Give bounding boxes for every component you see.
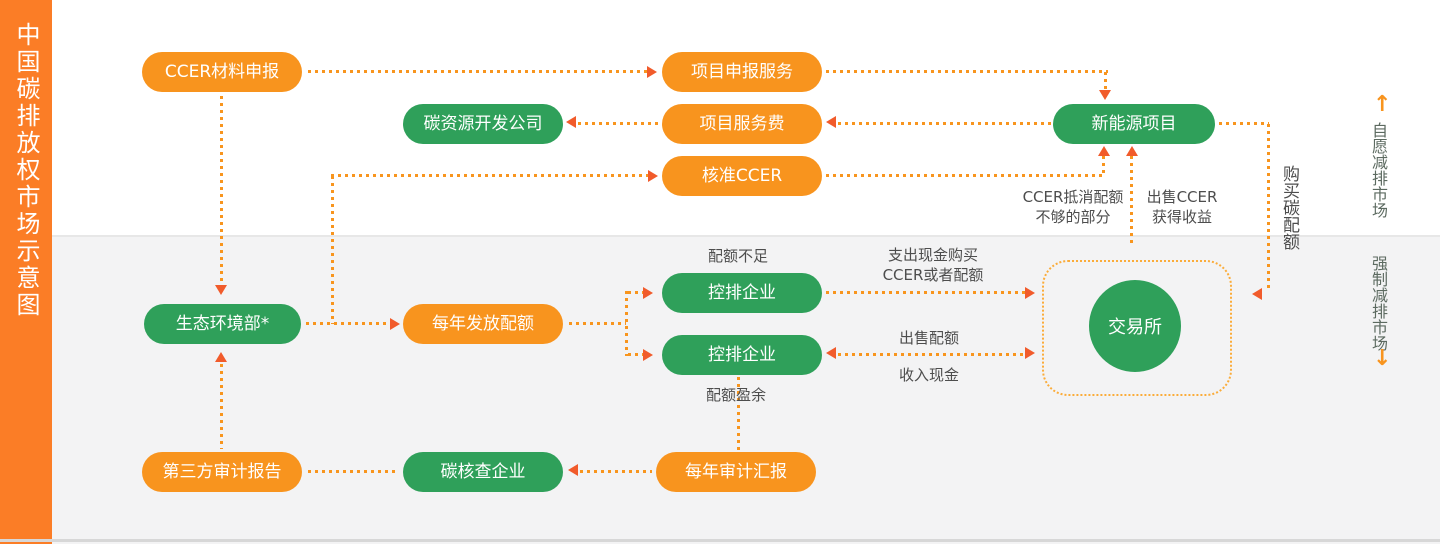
arrowhead xyxy=(566,116,576,128)
arrowhead xyxy=(215,285,227,295)
connector-ent2-exchange-both xyxy=(838,353,1025,356)
node-exchange: 交易所 xyxy=(1089,280,1181,372)
arrowhead xyxy=(1252,288,1262,300)
label-ccer-offset: CCER抵消配额 不够的部分 xyxy=(1008,187,1138,227)
connector-quota-to-ent2 xyxy=(628,353,644,356)
diagram-title: 中国碳排放权市场示意图 xyxy=(12,22,40,319)
connector-to-approved-ccer xyxy=(331,174,648,177)
label-quota-short: 配额不足 xyxy=(708,247,769,265)
label-pay-cash-line2: CCER或者配额 xyxy=(882,266,984,284)
connector-apply-to-newenergy-v xyxy=(1104,72,1107,90)
mandatory-down-arrow: ↓ xyxy=(1373,346,1392,371)
arrowhead xyxy=(568,464,578,476)
connector-newenergy-to-fee xyxy=(838,122,1053,125)
connector-quota-split-h xyxy=(569,322,626,325)
label-sell-quota: 出售配额 xyxy=(899,329,960,347)
connector-quota-to-ent1 xyxy=(628,291,644,294)
node-ccer-material: CCER材料申报 xyxy=(142,52,302,92)
connector-apply-to-newenergy-h xyxy=(826,70,1108,73)
arrowhead xyxy=(826,116,836,128)
connector-ccer-to-newenergy-h xyxy=(826,174,1104,177)
connector-ccer-to-newenergy-v xyxy=(1102,156,1105,176)
bottom-edge-line xyxy=(0,539,1440,542)
node-carbon-dev-company: 碳资源开发公司 xyxy=(403,104,563,144)
label-buy-quota: 购买碳配额 xyxy=(1279,165,1299,250)
title-sidebar: 中国碳排放权市场示意图 xyxy=(0,0,52,544)
connector-newenergy-to-exchange-v xyxy=(1267,124,1270,290)
connector-fee-to-devco xyxy=(578,122,660,125)
voluntary-up-arrow: ↑ xyxy=(1373,92,1392,117)
connector-ent2-to-audit xyxy=(737,377,740,450)
label-income-cash: 收入现金 xyxy=(899,366,960,384)
connector-audit-to-verifier xyxy=(580,470,652,473)
node-approved-ccer: 核准CCER xyxy=(662,156,822,196)
label-pay-cash: 支出现金购买 CCER或者配额 xyxy=(867,245,999,285)
arrowhead xyxy=(647,66,657,78)
connector-material-to-apply xyxy=(308,70,648,73)
node-project-fee: 项目服务费 xyxy=(662,104,822,144)
arrowhead xyxy=(643,287,653,299)
label-sell-ccer: 出售CCER 获得收益 xyxy=(1141,187,1223,227)
arrowhead xyxy=(648,170,658,182)
connector-exchange-to-newenergy xyxy=(1130,156,1133,247)
connector-ent1-to-exchange xyxy=(826,291,1025,294)
exchange-dashed-box xyxy=(1042,260,1232,396)
label-mandatory-market: 强制减排市场 xyxy=(1369,255,1388,351)
arrowhead xyxy=(1099,90,1111,100)
label-ccer-offset-line2: 不够的部分 xyxy=(1035,208,1111,226)
arrowhead xyxy=(390,318,400,330)
connector-ministry-branch-up xyxy=(331,176,334,324)
arrowhead xyxy=(1098,146,1110,156)
connector-quota-split-v xyxy=(625,291,628,356)
arrowhead xyxy=(643,349,653,361)
arrowhead xyxy=(215,352,227,362)
label-voluntary-market: 自愿减排市场 xyxy=(1369,122,1388,218)
node-new-energy: 新能源项目 xyxy=(1053,104,1215,144)
arrowhead xyxy=(1025,287,1035,299)
connector-verifier-to-report xyxy=(308,470,398,473)
connector-material-to-ministry xyxy=(220,96,223,285)
label-sell-ccer-line1: 出售CCER xyxy=(1146,188,1218,206)
arrowhead xyxy=(1126,146,1138,156)
connector-report-to-ministry xyxy=(220,364,223,449)
connector-newenergy-to-exchange-h xyxy=(1219,122,1269,125)
node-project-apply: 项目申报服务 xyxy=(662,52,822,92)
arrowhead xyxy=(826,347,836,359)
section-divider xyxy=(0,235,1440,237)
label-ccer-offset-line1: CCER抵消配额 xyxy=(1022,188,1124,206)
node-ministry: 生态环境部* xyxy=(144,304,301,344)
arrowhead xyxy=(1025,347,1035,359)
node-third-party-report: 第三方审计报告 xyxy=(142,452,302,492)
node-annual-quota: 每年发放配额 xyxy=(403,304,563,344)
node-enterprise-surplus: 控排企业 xyxy=(662,335,822,375)
node-enterprise-short: 控排企业 xyxy=(662,273,822,313)
label-quota-surplus: 配额盈余 xyxy=(706,386,767,404)
label-sell-ccer-line2: 获得收益 xyxy=(1151,208,1212,226)
connector-ministry-to-quota xyxy=(306,322,390,325)
node-annual-audit: 每年审计汇报 xyxy=(656,452,816,492)
label-pay-cash-line1: 支出现金购买 xyxy=(887,246,978,264)
node-carbon-verifier: 碳核查企业 xyxy=(403,452,563,492)
